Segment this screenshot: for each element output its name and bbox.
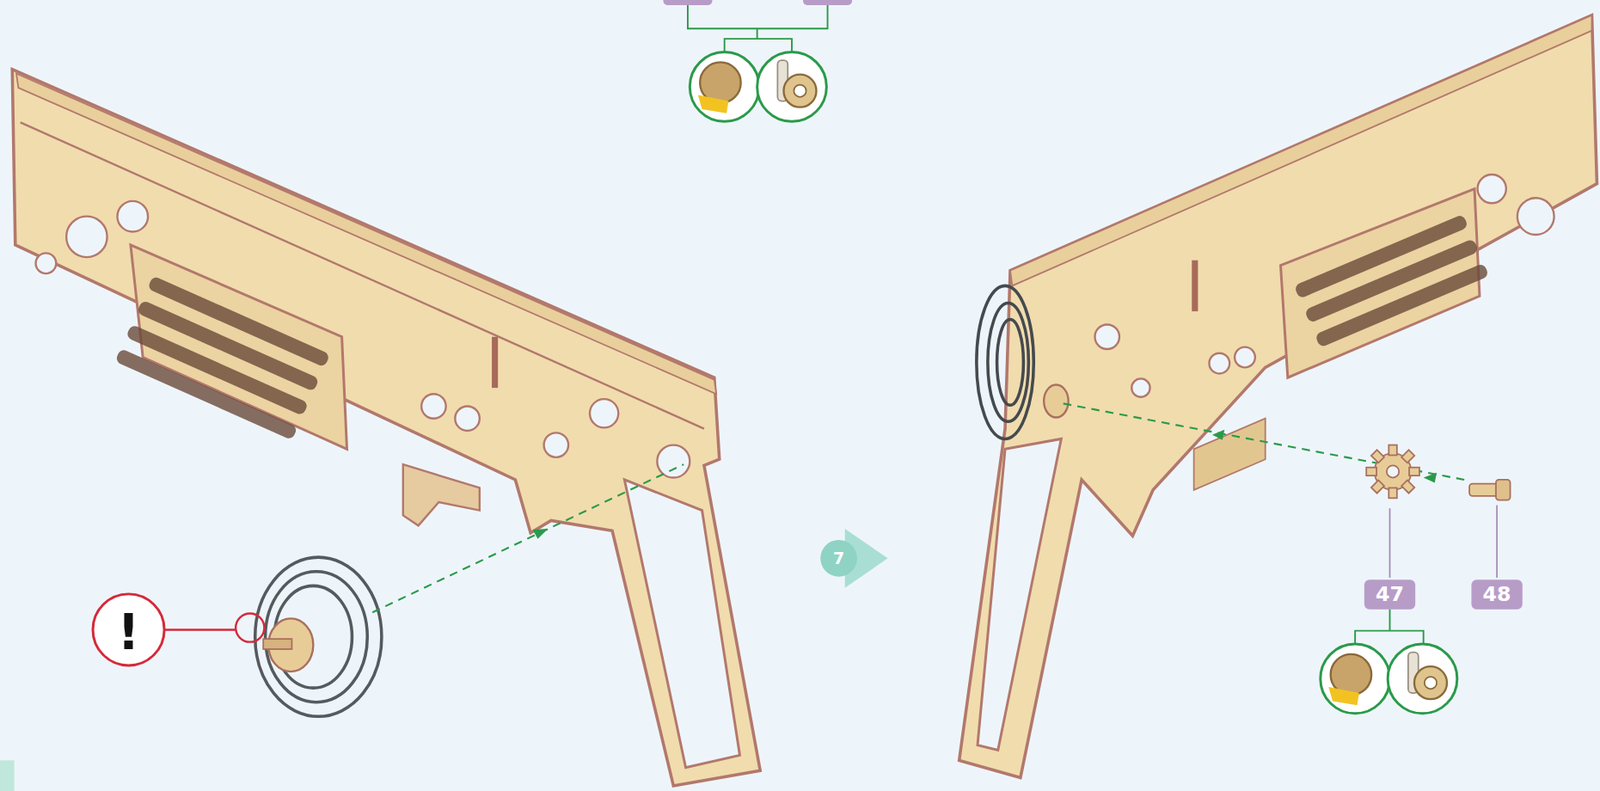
- warning-mark: !: [117, 606, 141, 656]
- callout-number: 47: [1375, 584, 1404, 606]
- callout-number: 48: [1483, 584, 1512, 606]
- step-number: 7: [833, 550, 845, 567]
